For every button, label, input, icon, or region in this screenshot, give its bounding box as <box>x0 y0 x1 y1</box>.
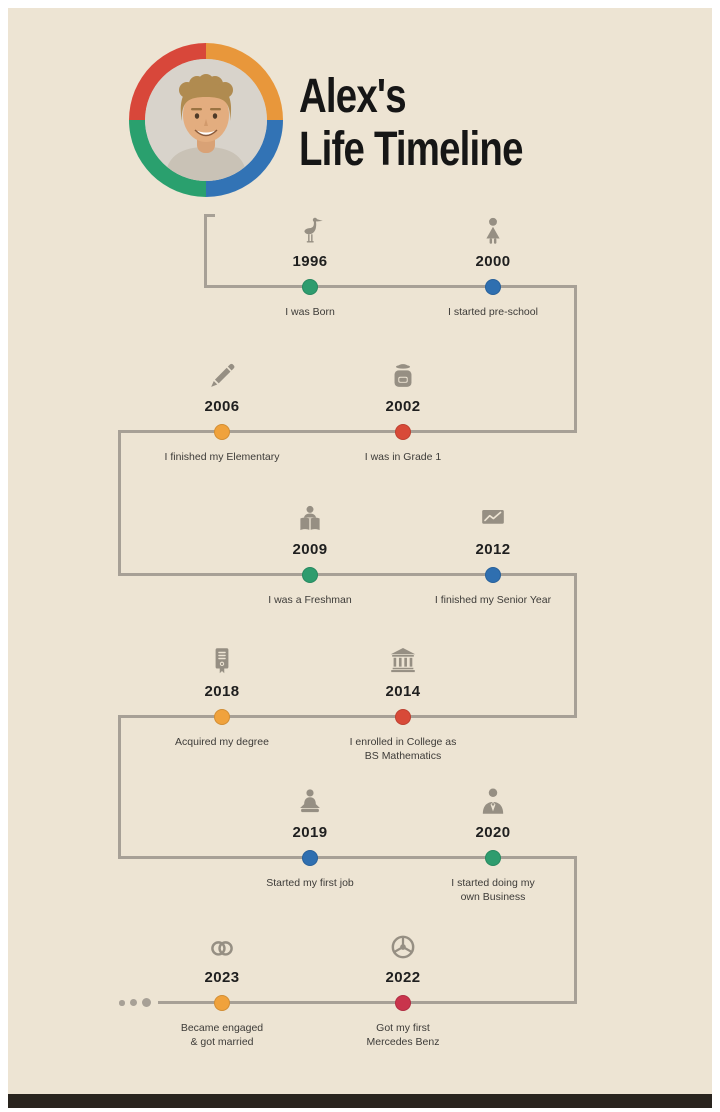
school-bag-icon <box>308 358 498 394</box>
line-row6 <box>158 1001 577 1004</box>
worker-icon <box>215 784 405 820</box>
timeline-event-2019: 2019 Started my first job <box>215 780 405 920</box>
event-year: 2018 <box>204 683 240 700</box>
chart-icon <box>398 501 588 537</box>
event-year: 2023 <box>204 969 240 986</box>
event-year: 2020 <box>475 824 511 841</box>
poster-background <box>8 8 712 1094</box>
line-right-1 <box>574 285 577 433</box>
event-year: 2019 <box>292 824 328 841</box>
event-dot <box>485 279 501 295</box>
event-dot <box>214 995 230 1011</box>
event-year: 2022 <box>385 969 421 986</box>
line-start-hook <box>204 214 215 217</box>
event-caption: I was in Grade 1 <box>364 451 442 463</box>
college-icon <box>308 643 498 679</box>
line-row2 <box>118 430 577 433</box>
event-caption: I finished my Senior Year <box>434 594 552 606</box>
event-caption: I was Born <box>285 306 335 318</box>
line-end-dot-3 <box>119 1000 125 1006</box>
avatar-ring <box>129 43 283 197</box>
page-title: Alex's Life Timeline <box>299 70 523 176</box>
pencil-icon <box>127 358 317 394</box>
event-dot <box>302 567 318 583</box>
line-left-2 <box>118 715 121 859</box>
portrait-illustration <box>145 59 267 181</box>
timeline-event-2023: 2023 Became engaged& got married <box>127 925 317 1065</box>
stork-icon <box>215 213 405 249</box>
line-row3 <box>118 573 577 576</box>
event-year: 2002 <box>385 398 421 415</box>
timeline-event-2009: 2009 I was a Freshman <box>215 497 405 637</box>
diploma-icon <box>127 643 317 679</box>
line-start-stub <box>204 214 207 288</box>
event-dot <box>302 850 318 866</box>
event-dot <box>214 709 230 725</box>
event-year: 2009 <box>292 541 328 558</box>
timeline-event-2006: 2006 I finished my Elementary <box>127 354 317 494</box>
event-dot <box>485 567 501 583</box>
event-caption: I started pre-school <box>448 306 538 318</box>
timeline-event-2002: 2002 I was in Grade 1 <box>308 354 498 494</box>
businessman-icon <box>398 784 588 820</box>
line-row4 <box>118 715 577 718</box>
avatar-photo <box>145 59 267 181</box>
timeline-event-1996: 1996 I was Born <box>215 209 405 349</box>
event-year: 2012 <box>475 541 511 558</box>
reading-icon <box>215 501 405 537</box>
event-dot <box>395 709 411 725</box>
event-dot <box>395 424 411 440</box>
event-year: 2014 <box>385 683 421 700</box>
timeline-event-2018: 2018 Acquired my degree <box>127 639 317 779</box>
event-dot <box>395 995 411 1011</box>
footer-bar <box>8 1094 712 1108</box>
line-right-2 <box>574 573 577 718</box>
timeline-event-2000: 2000 I started pre-school <box>398 209 588 349</box>
timeline-event-2012: 2012 I finished my Senior Year <box>398 497 588 637</box>
child-icon <box>398 213 588 249</box>
event-dot <box>485 850 501 866</box>
line-end-dot-1 <box>142 998 151 1007</box>
line-row1 <box>204 285 577 288</box>
event-caption: Started my first job <box>266 877 354 889</box>
event-year: 1996 <box>292 253 328 270</box>
event-caption: Acquired my degree <box>175 736 269 748</box>
event-dot <box>302 279 318 295</box>
event-caption: I was a Freshman <box>268 594 352 606</box>
event-year: 2000 <box>475 253 511 270</box>
rings-icon <box>127 929 317 965</box>
event-year: 2006 <box>204 398 240 415</box>
event-caption: I finished my Elementary <box>164 451 280 463</box>
event-caption: Became engaged& got married <box>180 1022 264 1048</box>
line-end-dot-2 <box>130 999 137 1006</box>
title-line-1: Alex's <box>299 70 407 123</box>
line-left-1 <box>118 430 121 576</box>
wheel-icon <box>308 929 498 965</box>
event-dot <box>214 424 230 440</box>
line-right-3 <box>574 856 577 1004</box>
title-line-2: Life Timeline <box>299 123 523 176</box>
line-row5 <box>118 856 577 859</box>
